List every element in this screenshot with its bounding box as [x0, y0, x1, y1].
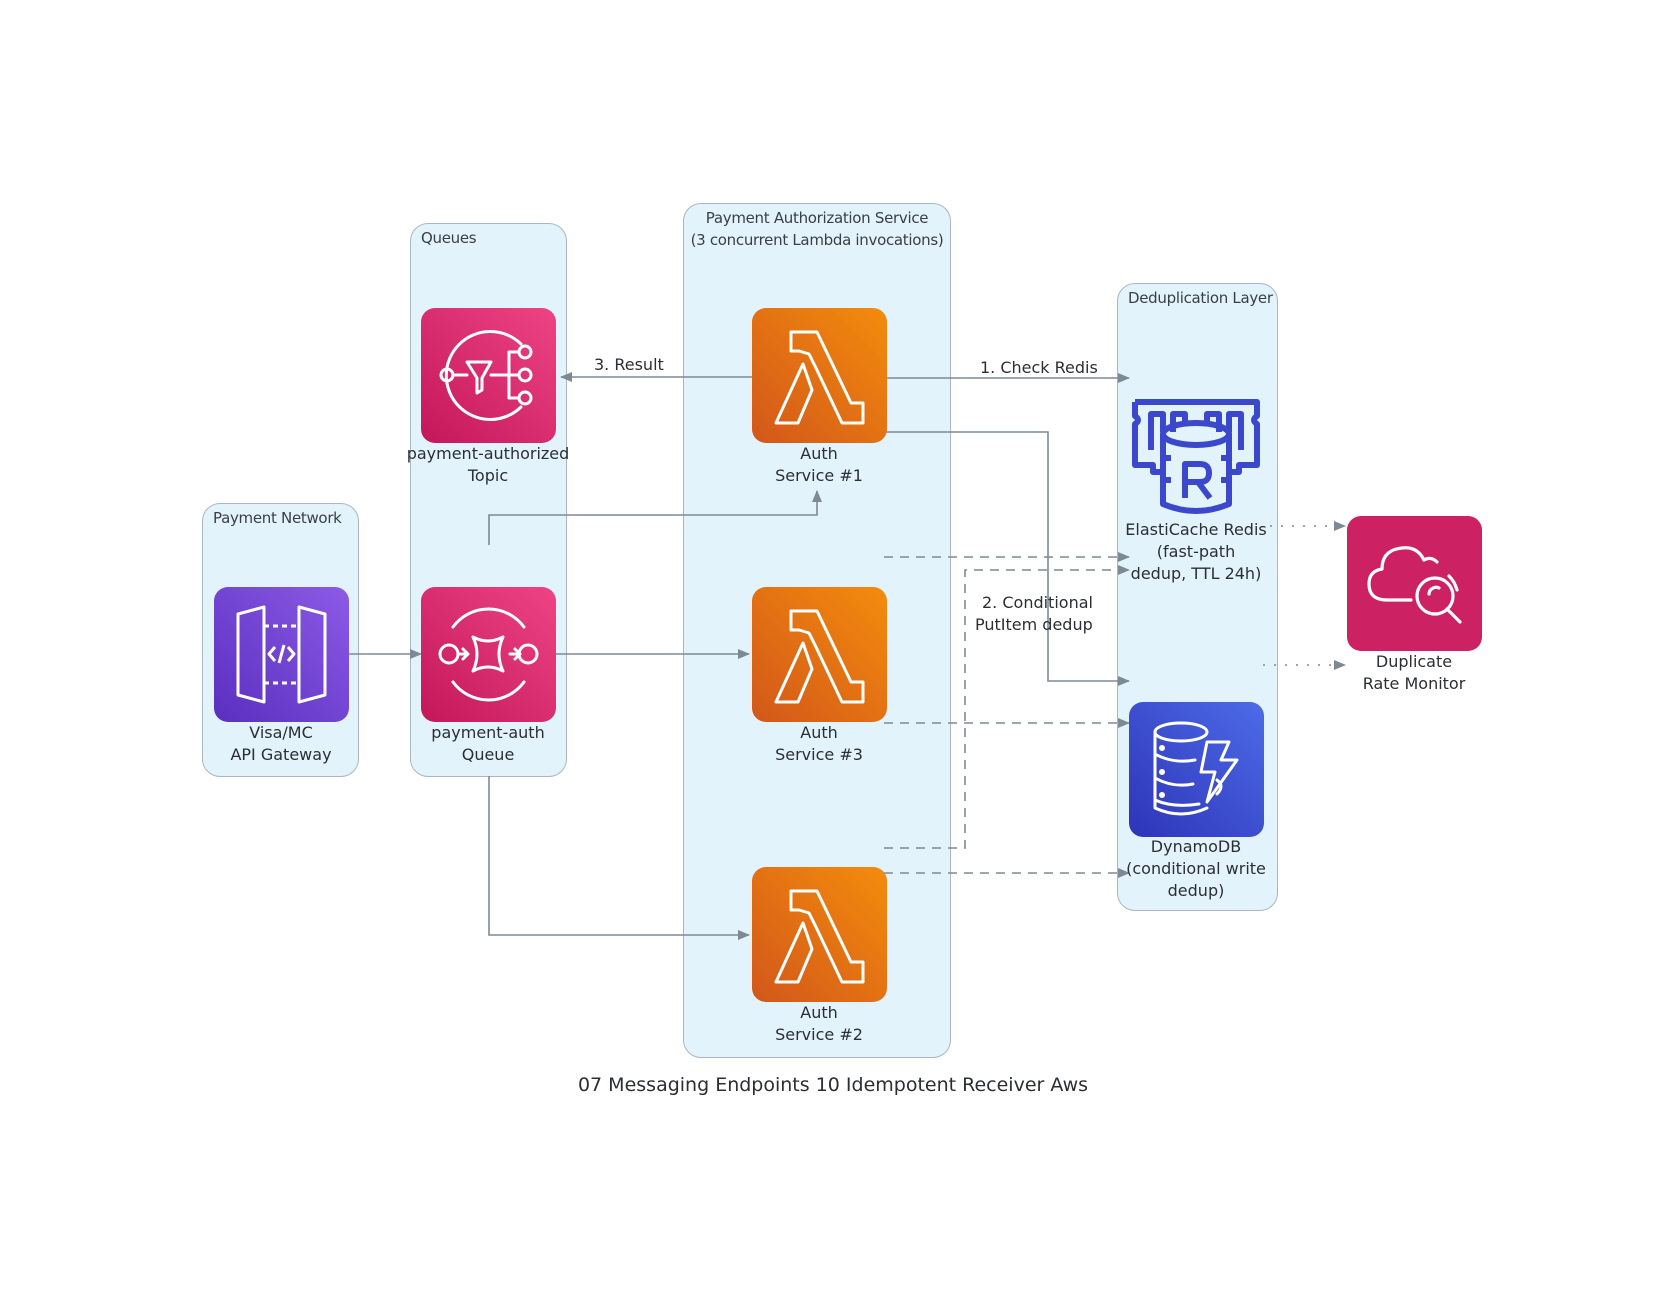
node-monitor[interactable]: [1347, 516, 1482, 651]
cluster-label-auth-service-line1: Payment Authorization Service: [705, 209, 929, 227]
edge-queue-to-auth2: [488, 776, 750, 940]
node-api-gateway[interactable]: [214, 587, 349, 722]
elasticache-redis-icon: [1132, 399, 1260, 514]
edge-label-conditional-line2: PutItem dedup: [975, 615, 1093, 634]
edge-label-result: 3. Result: [594, 355, 664, 374]
node-label-line: (fast-path: [1156, 542, 1236, 561]
lambda-icon: [774, 609, 865, 704]
node-label-line: dedup, TTL 24h): [1130, 564, 1262, 583]
node-label-authorized-topic: payment-authorized Topic: [388, 443, 588, 487]
edge-queue-to-auth1: [488, 490, 822, 545]
node-auth-service-2[interactable]: [752, 867, 887, 1002]
node-label-line: payment-auth: [431, 723, 545, 742]
sns-topic-icon: [439, 330, 533, 421]
lambda-icon: [774, 889, 865, 984]
node-dynamodb[interactable]: [1129, 702, 1264, 837]
cluster-label-payment-network: Payment Network: [213, 509, 342, 527]
node-label-line: Service #3: [775, 745, 863, 764]
node-label-line: Visa/MC: [249, 723, 313, 742]
node-label-line: Auth: [800, 444, 838, 463]
node-label-line: dedup): [1167, 881, 1225, 900]
dynamodb-icon: [1153, 721, 1239, 816]
node-label-dynamodb: DynamoDB (conditional write dedup): [1096, 836, 1296, 902]
cluster-label-auth-service-line2: (3 concurrent Lambda invocations): [690, 231, 944, 249]
diagram-title: 07 Messaging Endpoints 10 Idempotent Rec…: [577, 1074, 1089, 1096]
node-label-line: Service #1: [775, 466, 863, 485]
node-authorized-topic[interactable]: [421, 308, 556, 443]
node-label-line: Topic: [467, 466, 509, 485]
api-gateway-icon: [236, 605, 327, 704]
node-auth-service-3[interactable]: [752, 587, 887, 722]
cluster-label-dedup-layer: Deduplication Layer: [1128, 289, 1273, 307]
node-label-line: Rate Monitor: [1362, 674, 1466, 693]
node-label-auth-service-2: Auth Service #2: [719, 1002, 919, 1046]
sqs-queue-icon: [438, 607, 539, 702]
node-label-auth-service-3: Auth Service #3: [719, 722, 919, 766]
edge-label-conditional-line1: 2. Conditional: [982, 593, 1093, 612]
node-label-line: payment-authorized: [406, 444, 570, 463]
node-auth-service-1[interactable]: [752, 308, 887, 443]
node-label-line: Service #2: [775, 1025, 863, 1044]
cluster-label-queues: Queues: [421, 229, 477, 247]
node-label-line: Duplicate: [1375, 652, 1453, 671]
node-label-line: Auth: [800, 723, 838, 742]
node-label-elasticache: ElastiCache Redis (fast-path dedup, TTL …: [1096, 519, 1296, 585]
node-label-line: (conditional write: [1126, 859, 1266, 878]
node-label-line: Auth: [800, 1003, 838, 1022]
node-label-monitor: Duplicate Rate Monitor: [1314, 651, 1514, 695]
node-elasticache[interactable]: [1129, 390, 1264, 525]
node-label-line: ElastiCache Redis: [1125, 520, 1267, 539]
node-label-line: API Gateway: [230, 745, 332, 764]
edge-auth2-to-elasticache: [884, 565, 1130, 849]
node-label-auth-service-1: Auth Service #1: [719, 443, 919, 487]
node-label-auth-queue: payment-auth Queue: [388, 722, 588, 766]
cloudwatch-monitor-icon: [1367, 546, 1462, 624]
node-label-api-gateway: Visa/MC API Gateway: [181, 722, 381, 766]
node-auth-queue[interactable]: [421, 587, 556, 722]
edge-label-check-redis: 1. Check Redis: [980, 358, 1098, 377]
lambda-icon: [774, 330, 865, 425]
node-label-line: Queue: [461, 745, 515, 764]
node-label-line: DynamoDB: [1150, 837, 1242, 856]
